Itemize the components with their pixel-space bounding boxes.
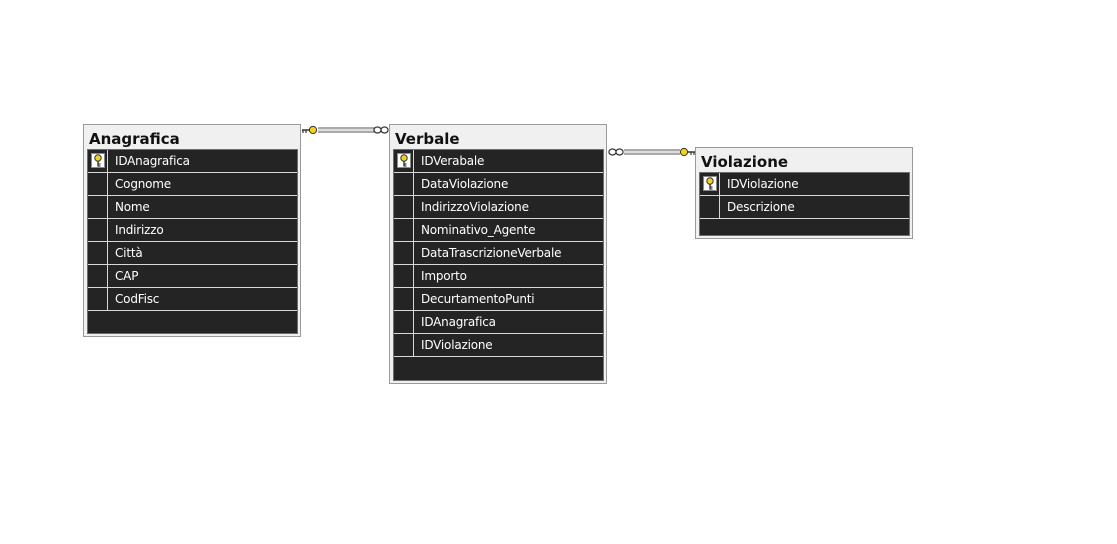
row-selector[interactable] (700, 173, 720, 195)
row-selector[interactable] (394, 219, 414, 241)
row-selector[interactable] (394, 265, 414, 287)
column-name: Città (115, 246, 143, 260)
primary-key-icon (91, 153, 105, 168)
column-name: IDAnagrafica (421, 315, 496, 329)
row-selector[interactable] (394, 196, 414, 218)
column-row[interactable]: Nominativo_Agente (394, 219, 603, 242)
table-title: Anagrafica (89, 130, 180, 148)
column-row[interactable]: Indirizzo (88, 219, 297, 242)
column-name: IDVerabale (421, 154, 485, 168)
column-row[interactable]: IDAnagrafica (88, 150, 297, 173)
row-selector[interactable] (394, 173, 414, 195)
row-selector[interactable] (394, 150, 414, 172)
column-name: Nome (115, 200, 150, 214)
primary-key-icon (703, 176, 717, 191)
column-name: CAP (115, 269, 139, 283)
column-row[interactable]: Nome (88, 196, 297, 219)
column-name: IDViolazione (421, 338, 493, 352)
column-name: IndirizzoViolazione (421, 200, 529, 214)
row-selector[interactable] (88, 265, 108, 287)
column-row[interactable]: CodFisc (88, 288, 297, 311)
table-title: Verbale (395, 130, 460, 148)
column-row[interactable]: Importo (394, 265, 603, 288)
column-row[interactable]: Città (88, 242, 297, 265)
row-selector[interactable] (88, 288, 108, 310)
column-name: IDViolazione (727, 177, 799, 191)
column-row[interactable]: IDViolazione (700, 173, 909, 196)
table-title: Violazione (701, 153, 789, 171)
row-selector[interactable] (700, 196, 720, 218)
key-icon (302, 125, 318, 135)
row-selector[interactable] (88, 150, 108, 172)
infinity-icon (373, 126, 389, 134)
row-selector[interactable] (394, 334, 414, 356)
column-row[interactable]: DataTrascrizioneVerbale (394, 242, 603, 265)
column-row[interactable]: DataViolazione (394, 173, 603, 196)
column-name: DataViolazione (421, 177, 509, 191)
column-row[interactable]: Cognome (88, 173, 297, 196)
row-selector[interactable] (88, 242, 108, 264)
column-row[interactable]: IndirizzoViolazione (394, 196, 603, 219)
column-name: Indirizzo (115, 223, 164, 237)
row-selector[interactable] (88, 196, 108, 218)
column-row[interactable]: IDVerabale (394, 150, 603, 173)
row-selector[interactable] (88, 173, 108, 195)
row-selector[interactable] (394, 242, 414, 264)
column-name: Descrizione (727, 200, 795, 214)
infinity-icon (608, 148, 624, 156)
column-name: Cognome (115, 177, 171, 191)
row-selector[interactable] (394, 288, 414, 310)
key-icon (679, 147, 695, 157)
relationship-anagrafica-verbale[interactable] (318, 127, 375, 133)
relationship-verbale-violazione[interactable] (624, 149, 680, 155)
column-name: CodFisc (115, 292, 160, 306)
row-selector[interactable] (394, 311, 414, 333)
column-row[interactable]: CAP (88, 265, 297, 288)
column-row[interactable]: DecurtamentoPunti (394, 288, 603, 311)
column-name: DataTrascrizioneVerbale (421, 246, 562, 260)
column-name: DecurtamentoPunti (421, 292, 535, 306)
column-row[interactable]: IDViolazione (394, 334, 603, 357)
column-name: IDAnagrafica (115, 154, 190, 168)
row-selector[interactable] (88, 219, 108, 241)
column-name: Nominativo_Agente (421, 223, 536, 237)
primary-key-icon (397, 153, 411, 168)
column-row[interactable]: IDAnagrafica (394, 311, 603, 334)
column-row[interactable]: Descrizione (700, 196, 909, 219)
column-name: Importo (421, 269, 467, 283)
